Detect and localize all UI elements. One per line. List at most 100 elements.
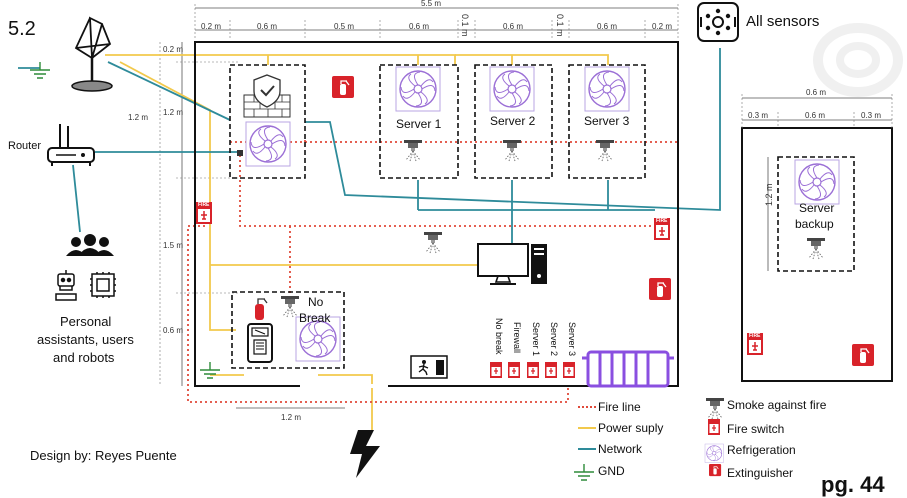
wireless-access-point-icon [71, 16, 113, 92]
backup-total-dimension: 0.6 m [806, 88, 827, 97]
server2-fan-icon [489, 66, 535, 112]
nobreak-label-1: No [308, 295, 324, 309]
extinguisher-nobreak [255, 298, 268, 320]
decorative-ring-watermark [813, 23, 903, 97]
extinguisher-top [331, 75, 355, 99]
fire-switch-label-nobreak: No break [494, 318, 504, 355]
left-dimension-3: 1.5 m [163, 241, 184, 250]
fire-switch-label-server3: Server 3 [567, 322, 577, 357]
legend-gnd-icon [573, 463, 595, 481]
extinguisher-right [648, 277, 672, 301]
fire-tag-left: FIRE [198, 202, 210, 208]
nobreak-cabinet [231, 291, 345, 369]
legend-line-samples [578, 406, 596, 450]
personal-label-2: assistants, users [37, 332, 134, 347]
legend-network: Network [598, 442, 643, 456]
fire-switch-server2 [544, 361, 558, 379]
firewall-icon [243, 74, 291, 118]
top-dimension-2: 0.6 m [257, 22, 278, 31]
firewall-cabinet [229, 64, 306, 179]
power-source-lightning-icon [350, 430, 380, 478]
legend-power-supply: Power suply [598, 421, 664, 435]
left-dimension-2: 1.2 m [163, 108, 184, 117]
server3-fan-icon [584, 66, 630, 112]
fire-switch-firewall [507, 361, 521, 379]
main-room-wall [194, 41, 679, 387]
fire-tag-right: FIRE [656, 218, 668, 224]
personal-label-3: and robots [53, 350, 115, 365]
legend-refrigeration: Refrigeration [727, 443, 796, 457]
fire-switch-label-firewall: Firewall [512, 322, 522, 354]
gnd-icon-antenna [29, 61, 51, 79]
top-total-dimension: 5.5 m [421, 0, 442, 8]
nobreak-label-2: Break [299, 311, 331, 325]
left-dimension-1: 0.2 m [163, 45, 184, 54]
assistant-device-icon [90, 272, 116, 298]
fire-switch-server1 [526, 361, 540, 379]
top-dimension-3: 0.5 m [334, 22, 355, 31]
robot-icon [55, 270, 77, 301]
left-dimension-4: 0.6 m [163, 326, 184, 335]
exit-sign-icon [410, 355, 448, 379]
power-lines [105, 54, 609, 432]
designer-credit: Design by: Reyes Puente [30, 448, 177, 463]
top-dimension-6: 0.6 m [503, 22, 524, 31]
fire-switch-nobreak [489, 361, 503, 379]
smoke-detector-server1 [403, 139, 423, 162]
backup-dimension-2: 0.6 m [805, 111, 826, 120]
smoke-detector-server2 [502, 139, 522, 162]
server1-label: Server 1 [396, 117, 442, 131]
top-dimension-8: 0.6 m [597, 22, 618, 31]
radiator-icon [582, 350, 674, 388]
legend-fire-switch: Fire switch [727, 422, 785, 436]
top-dimension-5: 0.1 m [460, 14, 470, 37]
fire-switch-label-server2: Server 2 [549, 322, 559, 357]
server3-label: Server 3 [584, 114, 630, 128]
all-sensors-label: All sensors [746, 13, 820, 30]
ups-device-icon [247, 323, 273, 363]
people-group-icon [66, 234, 114, 256]
personal-label-1: Personal [60, 314, 112, 329]
smoke-detector-center [423, 231, 443, 254]
backup-fan-icon [794, 159, 840, 205]
legend-extinguisher: Extinguisher [727, 466, 794, 480]
top-dimension-9: 0.2 m [652, 22, 673, 31]
section-number: 5.2 [8, 18, 36, 40]
firewall-small-detector [237, 150, 243, 156]
server1-fan-icon [395, 66, 441, 112]
top-dimension-1: 0.2 m [201, 22, 222, 31]
backup-label-2: backup [795, 217, 834, 231]
network-lines [18, 48, 721, 245]
legend-fire-line: Fire line [598, 400, 641, 414]
legend-extinguisher-icon [708, 463, 722, 477]
top-dimension-7: 0.1 m [555, 14, 565, 37]
page-number: pg. 44 [821, 472, 885, 497]
firewall-fan-icon [245, 121, 291, 167]
legend-gnd: GND [598, 464, 625, 478]
top-dimension-4: 0.6 m [409, 22, 430, 31]
backup-room-wall [741, 127, 893, 382]
server2-cabinet [474, 64, 553, 179]
legend-fan-icon [704, 443, 724, 463]
smoke-detector-nobreak [280, 295, 300, 318]
router-icon [47, 124, 95, 166]
legend-smoke-icon [705, 397, 725, 420]
smoke-detector-backup [806, 237, 826, 260]
left-outer-dimension: 1.2 m [128, 113, 149, 122]
legend-smoke: Smoke against fire [727, 398, 827, 412]
server3-cabinet [568, 64, 646, 179]
fire-switch-label-server1: Server 1 [531, 322, 541, 357]
backup-dimension-1: 0.3 m [748, 111, 769, 120]
fire-switch-server3 [562, 361, 576, 379]
backup-dimension-3: 0.3 m [861, 111, 882, 120]
all-sensors-icon [697, 2, 739, 42]
legend-fire-switch-icon [707, 418, 721, 436]
backup-cabinet [777, 156, 855, 272]
router-label: Router [8, 140, 42, 152]
fire-tag-backup: FIRE [749, 333, 761, 339]
bottom-dimension: 1.2 m [281, 413, 302, 422]
extinguisher-backup [851, 343, 875, 367]
smoke-detector-server3 [595, 139, 615, 162]
